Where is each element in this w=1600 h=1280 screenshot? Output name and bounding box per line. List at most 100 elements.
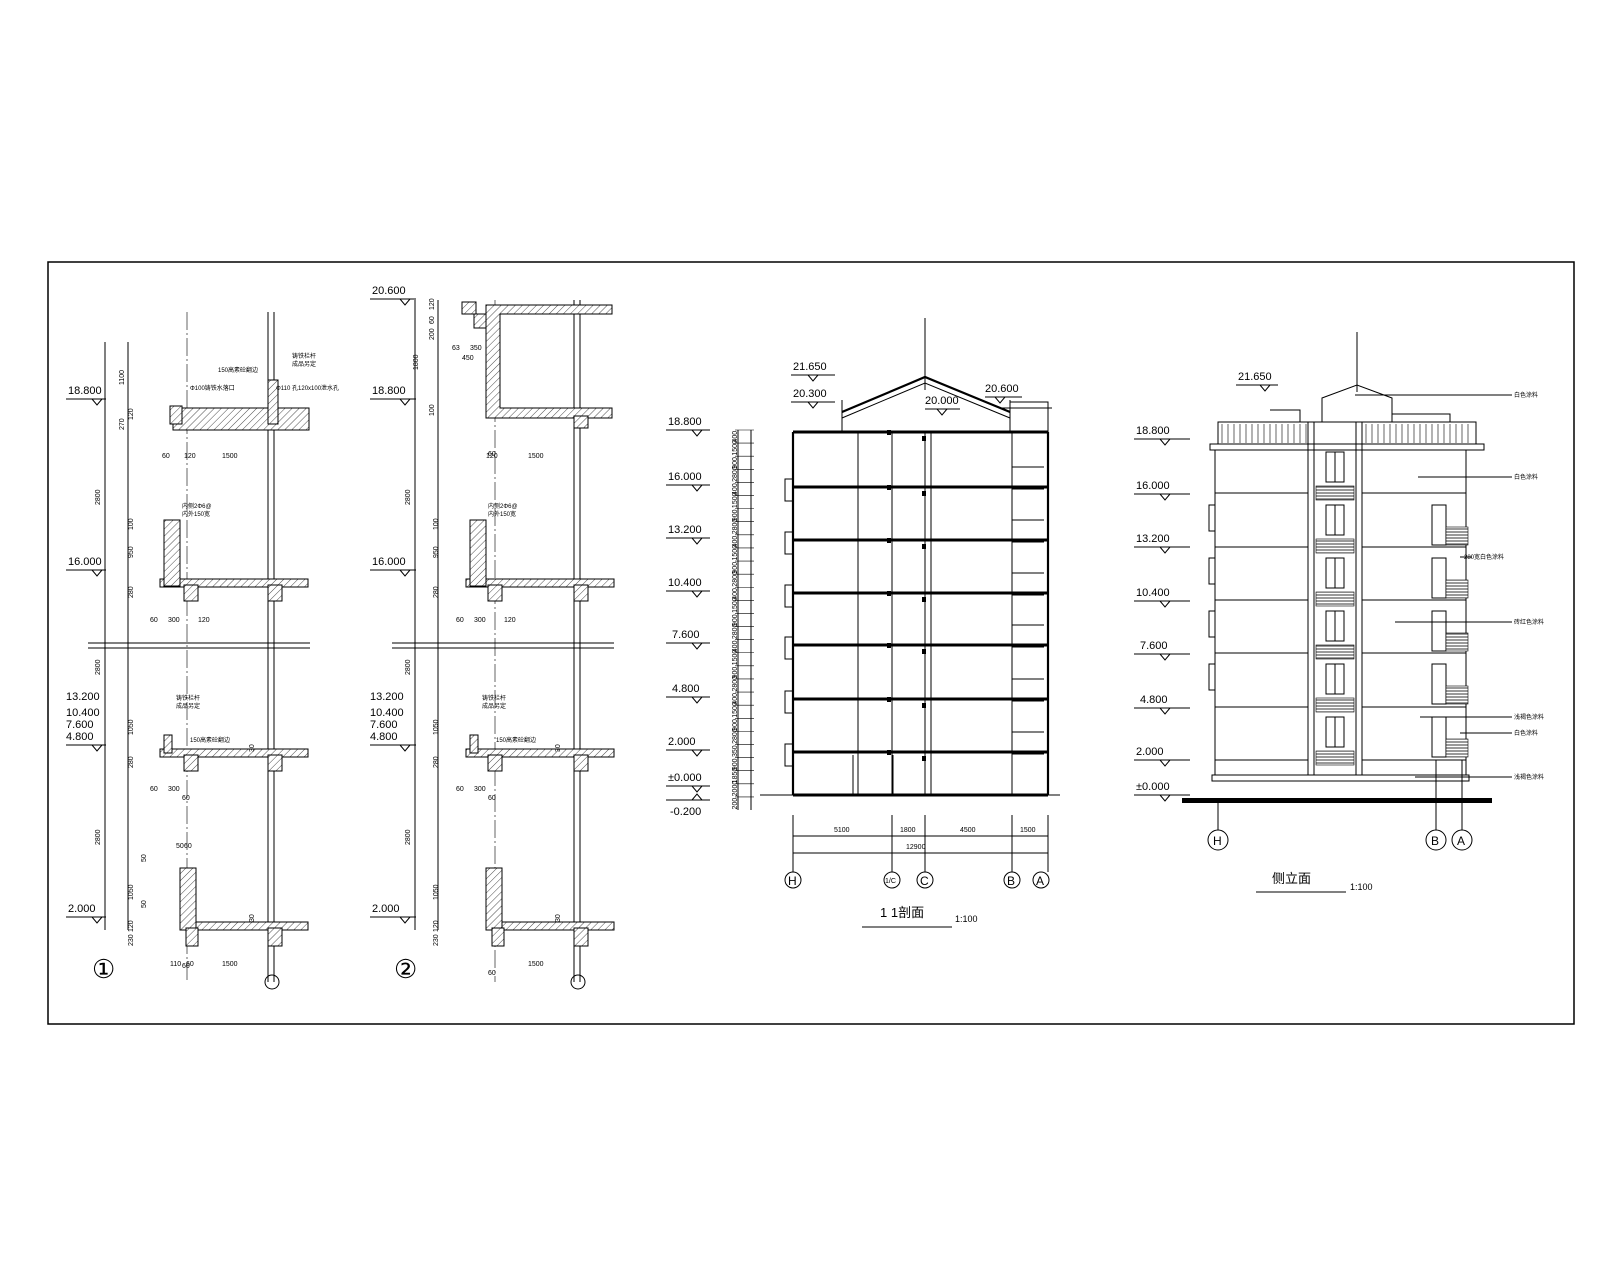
balcony-rail [1445,738,1469,758]
beam [887,430,891,435]
dim: 280 [433,586,440,598]
balcony-rail [1012,678,1044,702]
vertical-dim: 900 [732,614,739,626]
balcony-rail [1445,632,1469,652]
elev-note-2: 白色涂料 [1514,473,1538,481]
level-18800: 18.800 [372,385,406,397]
louver-panel [1315,485,1355,501]
elev-level-13200: 13.200 [1136,533,1170,545]
elev-level-4800: 4.800 [1140,694,1168,706]
dim: 270 [119,418,126,430]
vertical-dim: 2000 [732,781,739,797]
note: 铸铁栏杆 [176,694,200,702]
side-window [1208,610,1216,638]
window-recess [784,636,793,660]
vertical-dim: 400 [732,693,739,705]
side-window [1208,557,1216,585]
vertical-dim: 1850 [732,768,739,784]
vertical-dim: 900 [732,719,739,731]
level-2000: 2.000 [68,903,96,915]
dim: 60 [429,316,436,324]
dim: 1500 [528,453,544,460]
window-recess [784,584,793,608]
level-18800: 18.800 [68,385,102,397]
balcony-window [1431,610,1447,652]
sec-level-16000: 16.000 [668,471,702,483]
dim: 300 [168,617,180,624]
vertical-dim: 2800 [732,466,739,482]
beam [887,485,891,490]
vertical-dim: 400 [732,640,739,652]
vertical-dim: 1500 [732,440,739,456]
level-13200: 13.200 [66,691,100,703]
dim: 2800 [95,659,102,675]
beam [922,597,926,602]
sec-hdim-3: 4500 [960,827,976,834]
vertical-dim: 900 [732,758,739,770]
vertical-dim: 900 [732,562,739,574]
dim: 1050 [128,884,135,900]
dim: 30 [555,914,562,922]
elev-level-10400: 10.400 [1136,587,1170,599]
dim: 350 [470,345,482,352]
dim: 280 [433,756,440,768]
detail-1-marker: ① [92,954,115,984]
dim: 1500 [222,453,238,460]
dim: 120 [198,617,210,624]
beam [887,750,891,755]
dim: 60 [488,451,496,458]
dim: 950 [128,546,135,558]
note: 铸铁栏杆 [482,694,506,702]
note: Φ100铸铁水落口 [190,384,235,392]
beam [887,538,891,543]
level-20600: 20.600 [372,285,406,297]
balcony-rail [1012,572,1044,596]
dim: 450 [462,355,474,362]
sec-hdim-4: 1500 [1020,827,1036,834]
balcony-window [1431,663,1447,705]
beam [922,436,926,441]
elev-level-0000: ±0.000 [1136,781,1170,793]
dim: 2800 [95,489,102,505]
section-slabs [784,430,1048,797]
dim: 60 [456,786,464,793]
vertical-dim: 400 [732,431,739,443]
dim: 50 [176,843,184,850]
elev-axis-A: A [1457,834,1465,848]
elev-note-6: 白色涂料 [1514,729,1538,737]
note: 150高素砼翻边 [496,736,536,744]
note: 150高素砼翻边 [190,736,230,744]
elev-level-7600: 7.600 [1140,640,1168,652]
window-recess [784,531,793,555]
elev-level-2000: 2.000 [1136,746,1164,758]
dim: 120 [128,920,135,932]
dim: 1500 [222,961,238,968]
sec-hdim-2: 1800 [900,827,916,834]
note: 内侧2Φ6@ [488,502,518,510]
dim: 950 [433,546,440,558]
dim: 110 [170,961,181,968]
dim: 60 [184,843,192,850]
dim: 280 [128,756,135,768]
sec-axis-C: C [920,874,929,888]
dim: 2800 [405,829,412,845]
louver-panel [1315,591,1355,607]
sec-axis-1C: 1/C [885,878,896,885]
balcony-rail [1012,624,1044,648]
sec-level-2000: 2.000 [668,736,696,748]
level-7600: 7.600 [370,719,398,731]
dim: 2800 [405,489,412,505]
elev-axis-H: H [1213,834,1222,848]
balcony-rail [1012,731,1044,755]
dim: 300 [168,786,180,793]
sec-level-21650: 21.650 [793,361,827,373]
dim: 60 [182,795,190,802]
elev-level-16000: 16.000 [1136,480,1170,492]
louver-panel [1315,750,1355,766]
dim: 100 [433,518,440,530]
note: 成品另定 [482,702,506,710]
vertical-dim: 2800 [732,676,739,692]
side-window [1208,504,1216,532]
dim: 1100 [119,370,126,385]
